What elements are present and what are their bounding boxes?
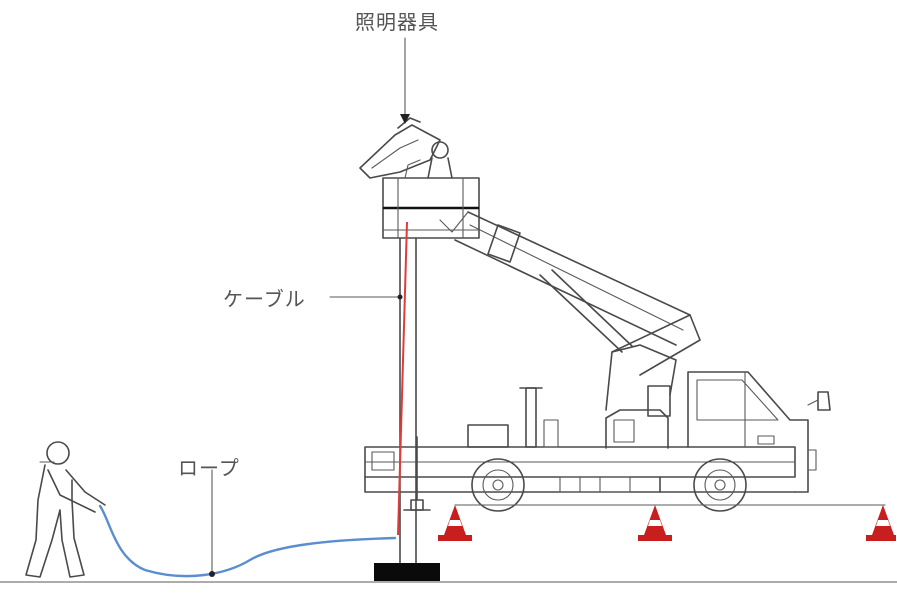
front-wheel [693, 458, 747, 512]
ground-worker [25, 441, 106, 578]
hydraulic-cylinder [539, 269, 633, 353]
boom-arm [454, 211, 691, 346]
boom-base [605, 344, 677, 411]
boom-elbow [611, 314, 701, 376]
cable-label: ケーブル [223, 287, 306, 311]
boom-sleeve [487, 224, 521, 263]
truck-post [525, 387, 537, 448]
boom-turret [605, 409, 669, 449]
rope-label: ロープ [178, 456, 240, 480]
weight-base [374, 563, 440, 581]
traffic-cone [438, 505, 472, 541]
lifting-mast [399, 237, 417, 566]
red-hoist-line [397, 221, 408, 536]
aerial-bucket [382, 177, 480, 239]
aerial-work-truck [364, 211, 831, 512]
rope-line [98, 504, 397, 578]
traffic-cone [866, 505, 896, 541]
traffic-cone [638, 505, 672, 541]
fixture-label: 照明器具 [355, 10, 439, 34]
truck-toolbox [467, 424, 509, 448]
truck-rear-light [371, 451, 395, 471]
rear-wheel [471, 458, 525, 512]
cab-window [696, 379, 779, 421]
worker-in-bucket [359, 117, 453, 179]
side-mirror [817, 391, 831, 411]
truck-cab [687, 371, 809, 493]
